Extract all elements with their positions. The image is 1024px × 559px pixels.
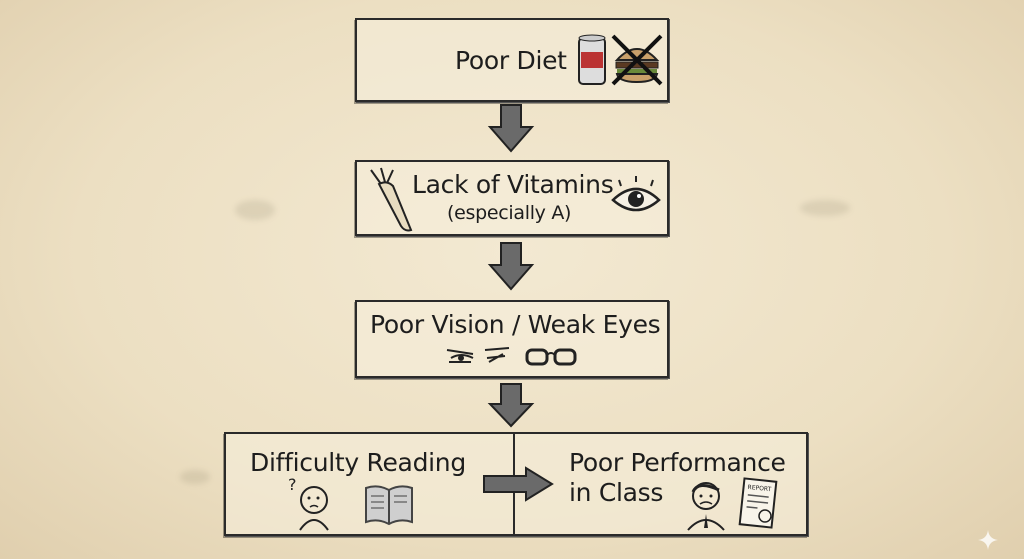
step-title: Lack of Vitamins [412,170,614,199]
crossed-burger-icon [611,34,663,86]
smudge [180,470,210,484]
confused-child-icon: ? [288,475,329,531]
eye-icon [611,176,661,212]
glasses-icon [525,348,577,366]
sparkle-icon [978,530,998,550]
outcome-right-title-line1: Poor Performance [569,448,786,477]
down-arrow [487,383,535,428]
down-arrow [487,104,535,153]
down-arrow [487,242,535,291]
step-poor-diet: Poor Diet [355,18,669,102]
outcome-right-title-line2: in Class [569,478,664,507]
smudge [800,200,850,216]
sad-person-icon [687,482,725,531]
outcome-left-title: Difficulty Reading [250,448,466,477]
book-icon [365,485,413,526]
step-title: Poor Vision / Weak Eyes [370,310,661,339]
outcome-box: Difficulty Reading ? Poor Performance in… [224,432,808,536]
step-title: Poor Diet [455,46,567,75]
right-arrow [483,466,554,502]
soda-can-icon [578,34,606,85]
squinting-eyes-icon [446,347,510,363]
step-poor-vision: Poor Vision / Weak Eyes [355,300,669,378]
smudge [235,200,275,220]
step-lack-of-vitamins: Lack of Vitamins (especially A) [355,160,669,236]
svg-text:?: ? [288,475,297,494]
report-card-icon: REPORT [738,477,778,529]
carrot-icon [370,167,413,232]
step-subtitle: (especially A) [447,202,572,224]
report-label: REPORT [747,484,772,493]
